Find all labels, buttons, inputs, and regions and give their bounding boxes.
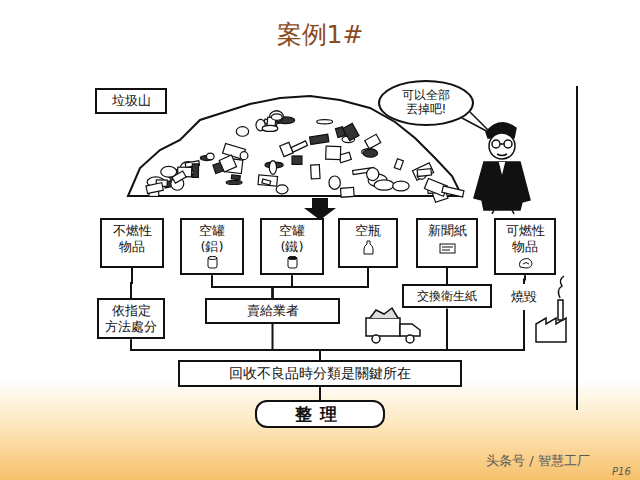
watermark: 头条号 / 智慧工厂 bbox=[486, 452, 590, 470]
item-icon bbox=[438, 240, 457, 255]
connector bbox=[524, 275, 525, 284]
node-text: 空瓶 bbox=[344, 223, 392, 239]
action-box: 交換衛生紙 bbox=[402, 284, 492, 308]
action-box: 賣給業者 bbox=[205, 298, 340, 324]
bottom-band bbox=[0, 380, 640, 480]
node-text: 不燃性 物品 bbox=[106, 223, 158, 254]
node-text: 回收不良品時分類是關鍵所在 bbox=[188, 365, 452, 382]
node-text: 新聞紙 bbox=[422, 223, 472, 239]
border-line bbox=[576, 86, 578, 410]
connector bbox=[273, 324, 321, 360]
result-box: 整理 bbox=[255, 400, 385, 428]
node-text: 可燃性 物品 bbox=[500, 223, 550, 254]
node-text: 空罐 (鐵) bbox=[266, 223, 318, 254]
category-box: 空罐 (鐵) bbox=[260, 218, 324, 275]
item-icon bbox=[283, 255, 302, 270]
label-box: 垃圾山 bbox=[95, 88, 167, 114]
category-box: 可燃性 物品 bbox=[494, 218, 556, 275]
node-text: 可以全部 丟掉吧! bbox=[388, 88, 464, 117]
node-text: 依指定 方法處分 bbox=[103, 303, 159, 334]
connector bbox=[320, 387, 321, 400]
item-icon bbox=[203, 255, 222, 270]
category-box: 空罐 (鋁) bbox=[180, 218, 244, 275]
connector bbox=[320, 310, 524, 360]
speech-bubble: 可以全部 丟掉吧! bbox=[378, 80, 474, 126]
node-text: 賣給業者 bbox=[211, 303, 334, 319]
truck bbox=[366, 308, 420, 343]
node-text: 空罐 (鋁) bbox=[186, 223, 238, 254]
connector bbox=[212, 275, 273, 298]
down-arrow bbox=[304, 198, 336, 220]
node-text: 垃圾山 bbox=[101, 93, 161, 109]
category-box: 空瓶 bbox=[338, 218, 398, 268]
slide-title: 案例1# bbox=[0, 18, 640, 51]
category-box: 新聞紙 bbox=[416, 218, 478, 268]
connector bbox=[131, 268, 132, 298]
action-text: 燒毀 bbox=[500, 284, 548, 310]
category-box: 不燃性 物品 bbox=[100, 218, 164, 268]
item-icon bbox=[516, 255, 535, 270]
node-text: 燒毀 bbox=[506, 289, 542, 305]
action-box: 依指定 方法處分 bbox=[97, 298, 165, 339]
key-point-box: 回收不良品時分類是關鍵所在 bbox=[178, 360, 462, 387]
node-text: 整理 bbox=[263, 404, 377, 424]
connector bbox=[447, 268, 448, 284]
node-text: 交換衛生紙 bbox=[408, 289, 486, 303]
man-figure bbox=[474, 123, 530, 214]
page-number: P16 bbox=[612, 466, 631, 477]
item-icon bbox=[359, 240, 378, 255]
